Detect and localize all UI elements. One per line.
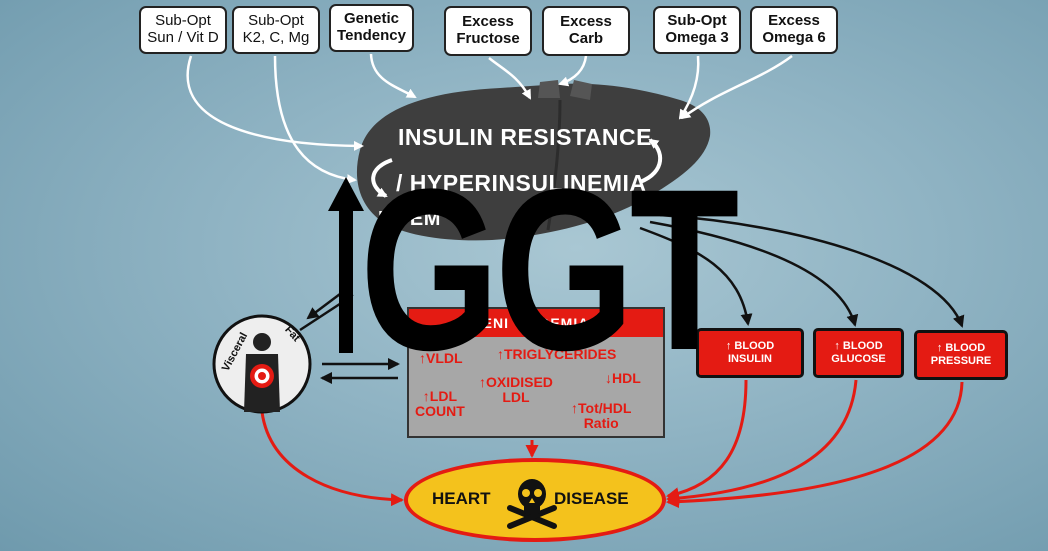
outcome-blood-glucose: ↑ BLOOD GLUCOSE — [813, 328, 904, 378]
outcome-line: ↑ BLOOD — [936, 342, 986, 355]
lipid-oxidised-line: ↑OXIDISED — [479, 374, 553, 390]
outcome-line: GLUCOSE — [831, 353, 886, 365]
outcome-line: PRESSURE — [930, 355, 992, 367]
ggt-overlay-text: GGT — [360, 141, 739, 398]
liver-line-2: / HYPERINSULINEMIA — [396, 170, 647, 196]
lipid-ratio-line: ↑Tot/HDL — [571, 400, 632, 416]
cause-line: Omega 3 — [665, 29, 729, 46]
cause-box-carb: Excess Carb — [542, 6, 630, 56]
cause-line: Excess — [768, 12, 820, 30]
lipid-ratio: ↑Tot/HDL Ratio — [571, 400, 632, 432]
liver-cycle-arrow-right — [639, 138, 663, 184]
liver-line-3: FA EM — [378, 208, 441, 230]
outcome-blood-pressure: ↑ BLOOD PRESSURE — [914, 330, 1008, 380]
lipid-ldl-count-line: ↑LDL — [422, 388, 457, 404]
outcome-blood-insulin: ↑ BLOOD INSULIN — [696, 328, 804, 378]
cause-arrows — [186, 53, 793, 185]
lipid-ratio-line: Ratio — [583, 415, 619, 432]
lipid-oxidised-ldl: ↑OXIDISED LDL — [479, 374, 553, 406]
lipid-oxidised-line: LDL — [502, 389, 530, 406]
liver-shape — [356, 83, 711, 241]
target-center-icon — [258, 372, 266, 380]
heart-label: HEART — [432, 489, 491, 508]
liver-cycle-arrow-left — [371, 158, 393, 198]
outcome-line: INSULIN — [728, 353, 772, 365]
cause-line: Excess — [560, 13, 612, 31]
cause-line: Sun / Vit D — [147, 29, 219, 46]
cause-line: Sub-Opt — [667, 12, 727, 30]
lipid-ldl-count-line: COUNT — [415, 403, 465, 420]
heart-arrows — [260, 379, 964, 509]
cause-line: Genetic — [343, 10, 400, 28]
cause-line: Omega 6 — [762, 29, 826, 46]
cause-line: Sub-Opt — [155, 12, 211, 30]
lipid-vldl: ↑VLDL — [419, 350, 463, 366]
cause-box-omega6: Excess Omega 6 — [750, 6, 838, 54]
outcome-line: ↑ BLOOD — [725, 340, 775, 353]
cause-line: Fructose — [456, 30, 520, 47]
lipid-hdl: ↓HDL — [605, 370, 641, 386]
skull-crossbones-icon — [507, 479, 557, 529]
outcome-arrows — [639, 213, 965, 328]
up-arrow-icon — [328, 177, 364, 353]
liver-vessel — [538, 80, 592, 100]
liver-line-1: INSULIN RESISTANCE — [398, 124, 652, 150]
disease-label: DISEASE — [554, 489, 629, 508]
cause-box-genetic: Genetic Tendency — [329, 4, 414, 52]
cause-line: Tendency — [337, 27, 406, 44]
cause-line: K2, C, Mg — [242, 29, 310, 46]
lipid-triglycerides: ↑TRIGLYCERIDES — [497, 346, 617, 362]
dyslipidemia-header: ENI YS DEMIA — [409, 309, 663, 337]
dyslipidemia-box: ENI YS DEMIA ↑VLDL ↑TRIGLYCERIDES ↓HDL ↑… — [407, 307, 665, 438]
cause-box-fructose: Excess Fructose — [444, 6, 532, 56]
cause-line: Sub-Opt — [248, 12, 304, 30]
cause-box-k2: Sub-Opt K2, C, Mg — [232, 6, 320, 54]
body-head — [253, 333, 271, 351]
liver-lobe-divider — [546, 99, 562, 231]
cause-line: Carb — [568, 30, 604, 47]
cause-box-omega3: Sub-Opt Omega 3 — [653, 6, 741, 54]
cause-line: Excess — [462, 13, 514, 31]
cause-box-sun: Sub-Opt Sun / Vit D — [139, 6, 227, 54]
outcome-line: ↑ BLOOD — [834, 340, 883, 353]
lipid-ldl-count: ↑LDL COUNT — [415, 388, 465, 420]
